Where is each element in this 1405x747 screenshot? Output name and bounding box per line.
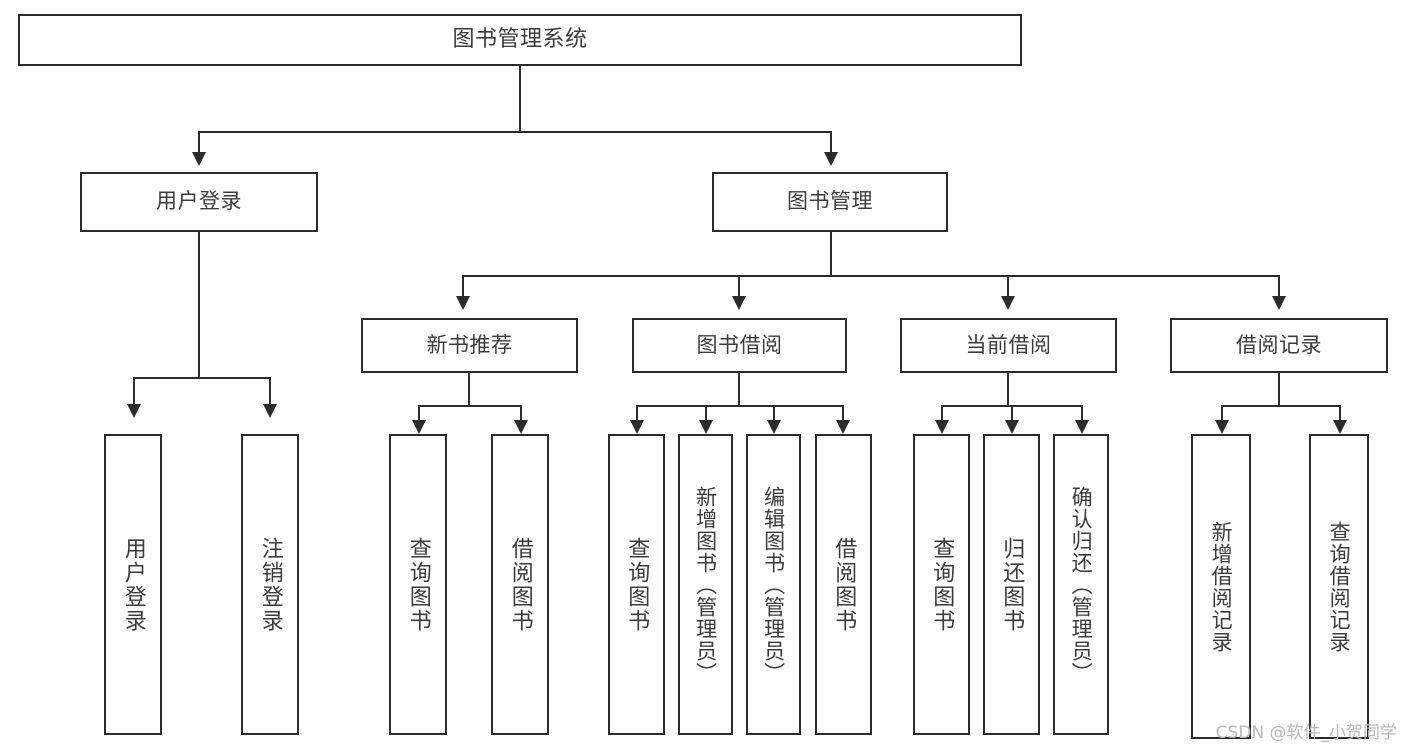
node-new-book-recommend[interactable]: 新书推荐: [361, 318, 578, 373]
arrow-book-manage-to-record: [1272, 296, 1286, 310]
connector-borrow-child-3: [773, 405, 775, 423]
connector-current-child-1: [941, 405, 943, 423]
connector-book-manage-to-record: [1278, 275, 1280, 299]
connector-borrow-bus: [636, 405, 844, 407]
arrow-borrow-child-2: [699, 420, 713, 434]
leaf-current-return-books[interactable]: 归还图书: [983, 434, 1040, 735]
node-book-management[interactable]: 图书管理: [712, 172, 948, 232]
connector-borrow-stem: [738, 373, 740, 406]
connector-book-manage-stem: [830, 232, 832, 276]
leaf-current-confirm-return-admin[interactable]: 确认归还（管理员）: [1053, 434, 1109, 735]
arrow-new-book-child-2: [514, 420, 528, 434]
connector-new-book-child-2: [520, 405, 522, 423]
connector-user-login-child-1: [133, 377, 135, 407]
connector-user-login-child-2: [269, 377, 271, 407]
connector-record-child-1: [1221, 405, 1223, 423]
arrow-new-book-child-1: [412, 420, 426, 434]
leaf-borrow-query-books[interactable]: 查询图书: [608, 434, 665, 735]
arrow-current-child-2: [1005, 420, 1019, 434]
watermark-text: CSDN @软件_小贺同学: [1215, 723, 1397, 743]
connector-book-manage-to-current: [1007, 275, 1009, 299]
connector-user-login-stem: [198, 232, 200, 378]
leaf-record-add-borrow-record[interactable]: 新增借阅记录: [1191, 434, 1251, 739]
connector-book-manage-to-borrow: [738, 275, 740, 299]
node-current-borrow[interactable]: 当前借阅: [900, 318, 1117, 373]
arrow-book-manage-to-borrow: [732, 296, 746, 310]
node-root-book-management-system[interactable]: 图书管理系统: [18, 14, 1022, 66]
connector-current-child-2: [1011, 405, 1013, 423]
node-user-login[interactable]: 用户登录: [80, 172, 318, 232]
leaf-borrow-edit-book-admin[interactable]: 编辑图书（管理员）: [746, 434, 801, 735]
connector-current-stem: [1007, 373, 1009, 406]
leaf-record-query-borrow-record[interactable]: 查询借阅记录: [1309, 434, 1369, 739]
arrow-book-manage-to-new-book: [456, 296, 470, 310]
connector-user-login-bus: [133, 377, 271, 379]
connector-new-book-bus: [418, 405, 522, 407]
arrow-record-child-2: [1333, 420, 1347, 434]
connector-current-child-3: [1081, 405, 1083, 423]
arrow-borrow-child-4: [836, 420, 850, 434]
leaf-user-login-logout[interactable]: 注销登录: [241, 434, 299, 735]
leaf-new-book-query-books[interactable]: 查询图书: [389, 434, 447, 735]
node-borrow-record[interactable]: 借阅记录: [1170, 318, 1388, 373]
arrow-current-child-1: [935, 420, 949, 434]
connector-book-manage-to-new-book: [462, 275, 464, 299]
connector-record-stem: [1278, 373, 1280, 406]
connector-new-book-stem: [468, 373, 470, 406]
leaf-user-login-login[interactable]: 用户登录: [104, 434, 162, 735]
arrow-root-to-user-login: [192, 152, 206, 166]
connector-new-book-child-1: [418, 405, 420, 423]
connector-root-stem: [519, 66, 521, 132]
arrow-current-child-3: [1075, 420, 1089, 434]
arrow-user-login-child-2: [263, 404, 277, 418]
connector-book-manage-bus: [462, 275, 1280, 277]
connector-borrow-child-1: [636, 405, 638, 423]
connector-record-child-2: [1339, 405, 1341, 423]
connector-borrow-child-2: [705, 405, 707, 423]
connector-root-to-book-manage: [830, 131, 832, 155]
leaf-current-query-books[interactable]: 查询图书: [913, 434, 970, 735]
connector-root-to-user-login: [198, 131, 200, 155]
arrow-borrow-child-3: [767, 420, 781, 434]
leaf-borrow-borrow-books[interactable]: 借阅图书: [815, 434, 872, 735]
node-book-borrow[interactable]: 图书借阅: [632, 318, 847, 373]
leaf-borrow-add-book-admin[interactable]: 新增图书（管理员）: [678, 434, 733, 735]
connector-record-bus: [1221, 405, 1341, 407]
arrow-book-manage-to-current: [1001, 296, 1015, 310]
connector-root-bus: [198, 131, 832, 133]
arrow-borrow-child-1: [630, 420, 644, 434]
connector-borrow-child-4: [842, 405, 844, 423]
arrow-user-login-child-1: [127, 404, 141, 418]
arrow-record-child-1: [1215, 420, 1229, 434]
arrow-root-to-book-manage: [824, 152, 838, 166]
leaf-new-book-borrow-books[interactable]: 借阅图书: [491, 434, 549, 735]
